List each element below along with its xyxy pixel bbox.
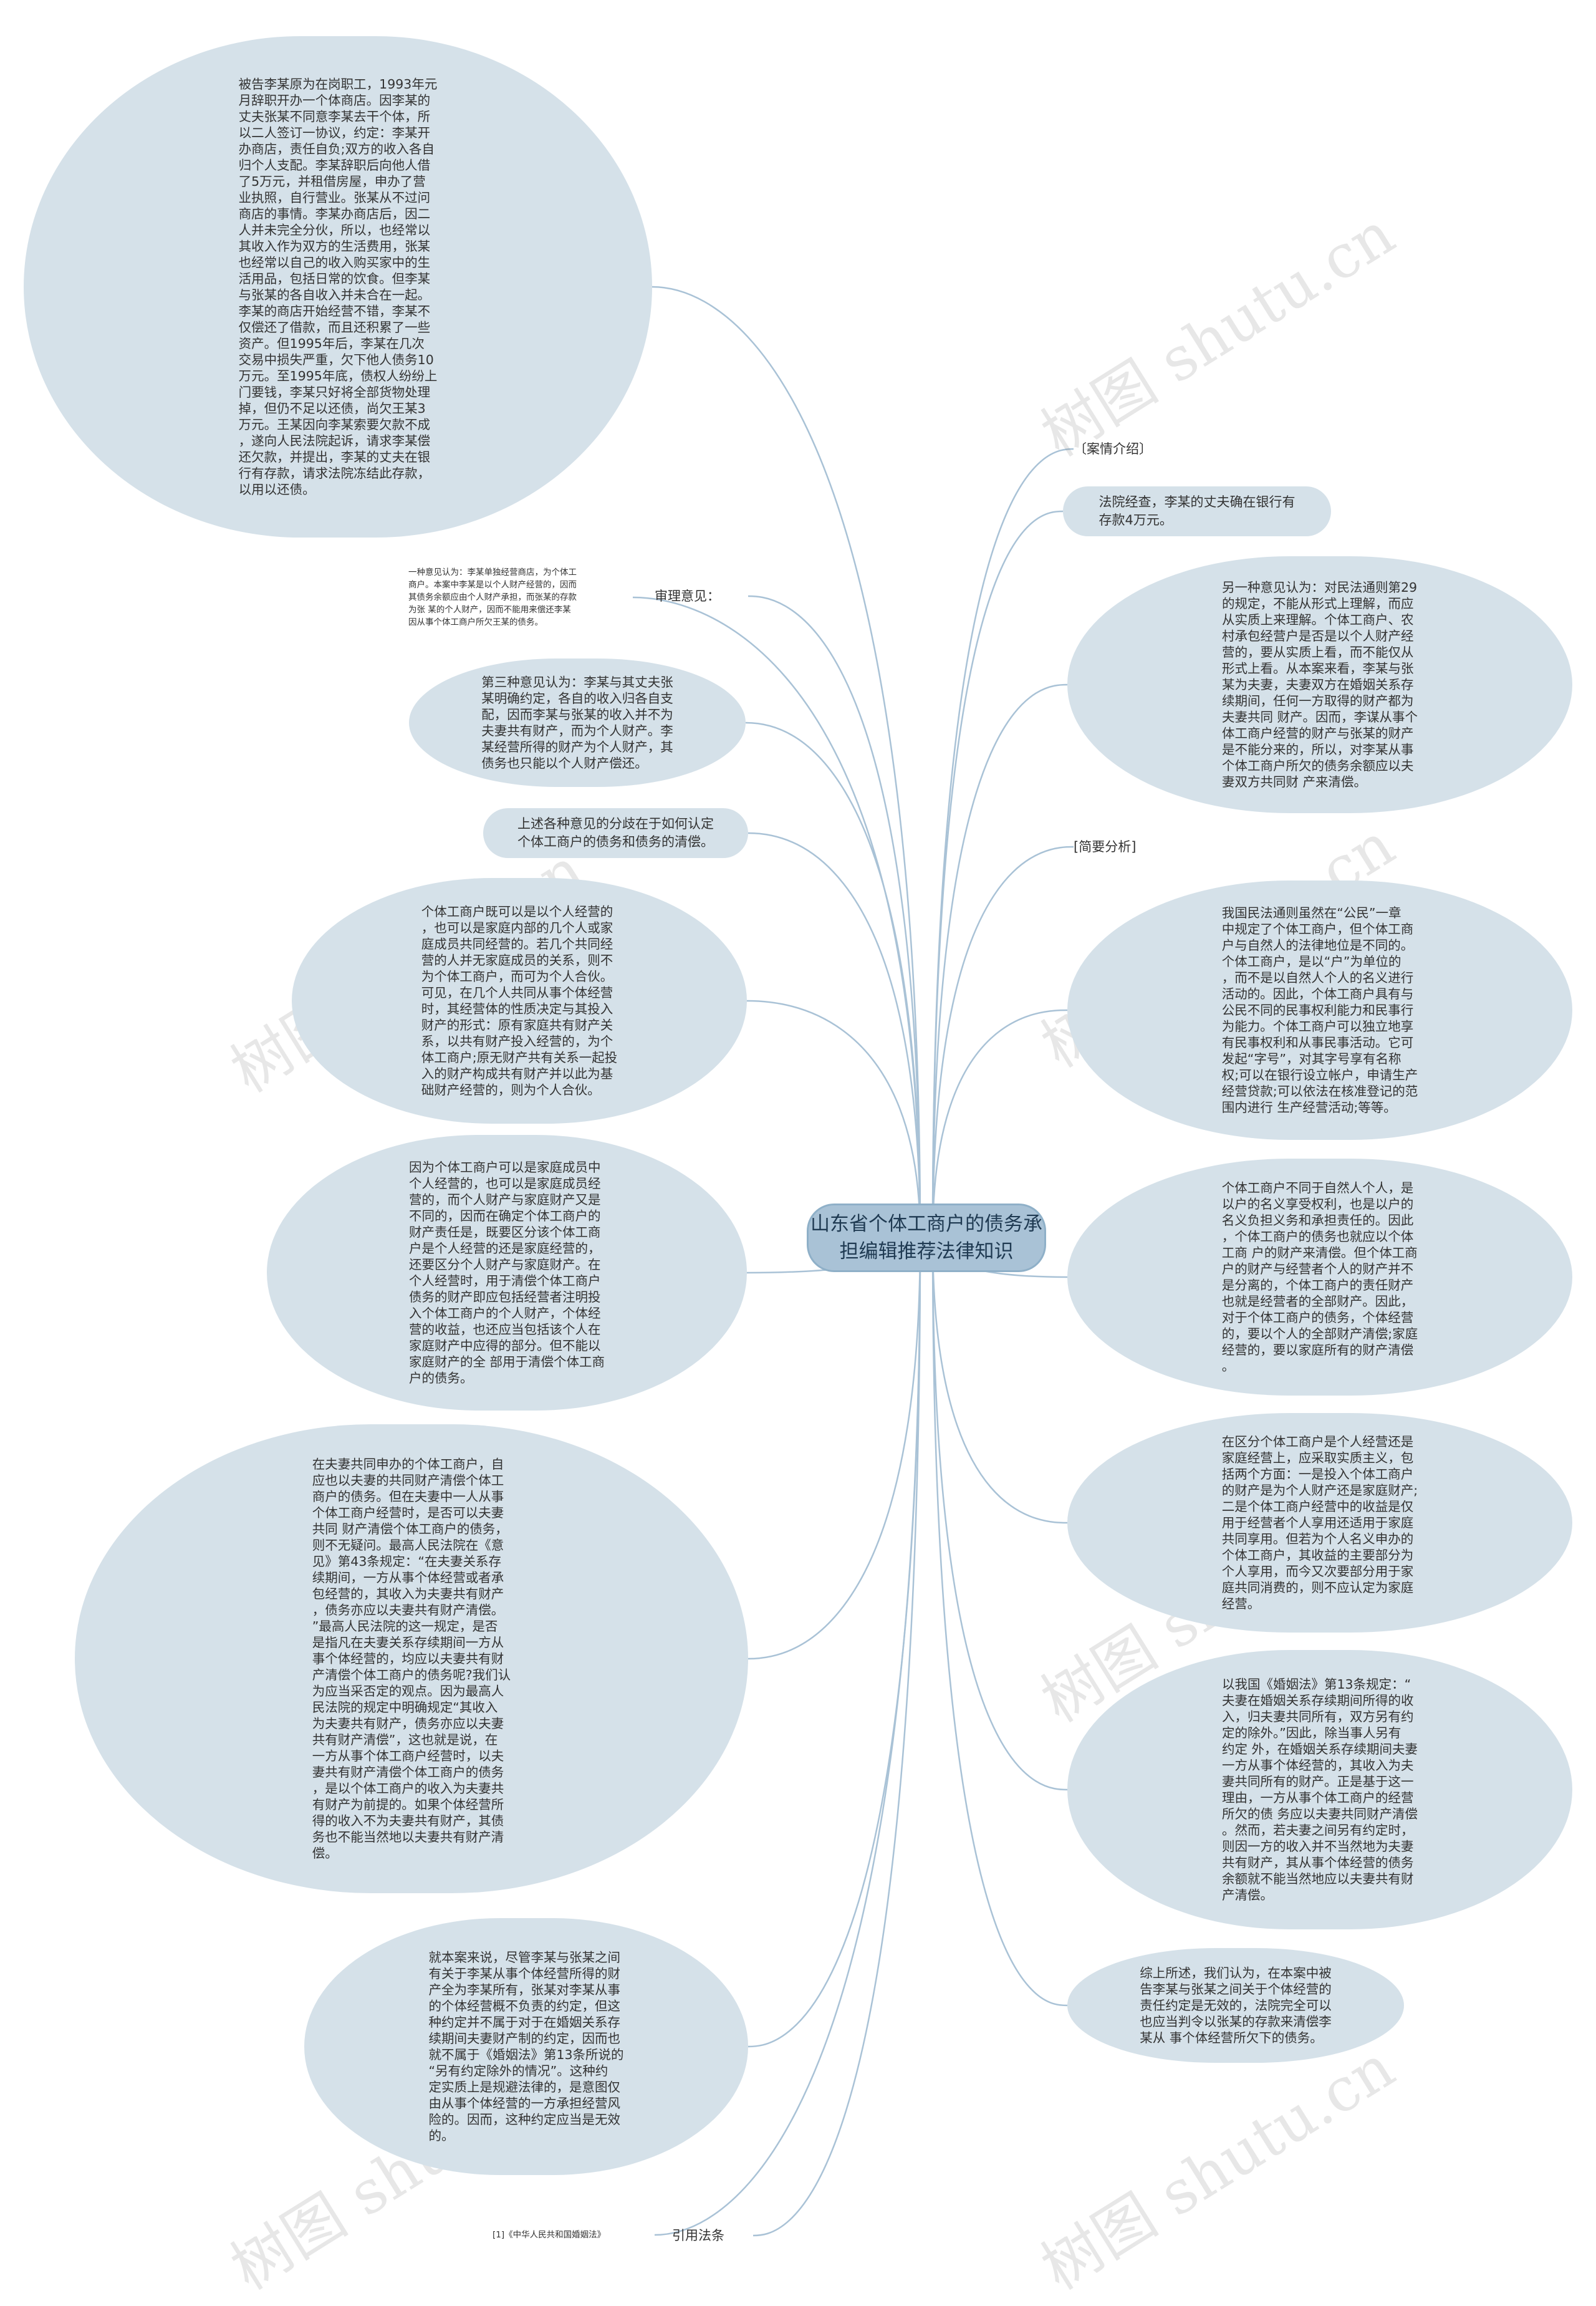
node-case-facts-text: 被告李某原为在岗职工，1993年元 月辞职开办一个体商店。因李某的 丈夫张某不同… [238, 77, 438, 497]
connector-line-3 [745, 721, 921, 1238]
connector-line-13 [931, 683, 1068, 1238]
connector-line-2 [748, 595, 921, 1238]
connector-line-1 [632, 596, 921, 1238]
label-review-opinion-text: 审理意见： [655, 589, 720, 604]
connector-line-11 [931, 448, 1074, 1238]
center-topic-text: 山东省个体工商户的债务承担编辑推荐法律知识 [810, 1213, 1042, 1263]
node-law-reference[interactable]: [1]《中华人民共和国婚姻法》 [493, 2226, 655, 2244]
connector-line-15 [931, 1009, 1068, 1238]
label-cited-law-text: 引用法条 [672, 2228, 724, 2243]
label-brief-analysis[interactable]: [简要分析] [1074, 836, 1186, 858]
node-opinion-two[interactable]: 另一种意见认为：对民法通则第29 的规定，不能从形式上理解，而应 从实质上来理解… [1067, 556, 1572, 813]
node-opinion-one-text: 一种意见认为：李某单独经营商店，为个体工 商户。本案中李某是以个人财产经营的，因… [408, 567, 577, 627]
node-marriage-law-text: 以我国《婚姻法》第13条规定：“ 夫妻在婚姻关系存续期间所得的收 入，归夫妻共同… [1221, 1677, 1418, 1903]
connector-line-5 [746, 1000, 921, 1238]
node-distinguish[interactable]: 因为个体工商户可以是家庭成员中 个人经营的，也可以是家庭成员经 营的，而个人财产… [267, 1135, 747, 1411]
node-not-natural-person-text: 个体工商户不同于自然人个人，是 以户的名义享受权利，也是以户的 名义负担义务和承… [1221, 1180, 1418, 1374]
label-review-opinion[interactable]: 审理意见： [655, 585, 748, 607]
connector-line-19 [931, 1237, 1068, 2007]
node-law-reference-text: [1]《中华人民共和国婚姻法》 [493, 2230, 606, 2240]
node-conclusion[interactable]: 综上所述，我们认为，在本案中被 告李某与张某之间关于个体经营的 责任约定是无效的… [1067, 1948, 1404, 2063]
node-spouse-business-text: 在夫妻共同申办的个体工商户，自 应也以夫妻的共同财产清偿个体工 商户的债务。但在… [312, 1457, 511, 1861]
connector-line-4 [748, 832, 921, 1238]
node-opinion-three-text: 第三种意见认为：李某与其丈夫张 某明确约定，各自的收入归各自支 配，因而李某与张… [481, 675, 673, 771]
node-court-finding-text: 法院经查，李某的丈夫确在银行有 存款4万元。 [1098, 494, 1296, 528]
label-case-intro-text: 〔案情介绍〕 [1074, 441, 1152, 456]
node-case-facts[interactable]: 被告李某原为在岗职工，1993年元 月辞职开办一个体商店。因李某的 丈夫张某不同… [24, 36, 652, 538]
node-household-text: 个体工商户既可以是以个人经营的 ，也可以是家庭内部的几个人或家 庭成员共同经营的… [421, 904, 618, 1098]
connector-line-9 [654, 1237, 921, 2236]
node-not-natural-person[interactable]: 个体工商户不同于自然人个人，是 以户的名义享受权利，也是以户的 名义负担义务和承… [1067, 1159, 1572, 1396]
connector-line-10 [752, 1237, 921, 2237]
connector-line-14 [931, 846, 1074, 1238]
connector-line-0 [651, 286, 921, 1238]
center-topic[interactable]: 山东省个体工商户的债务承担编辑推荐法律知识 [807, 1204, 1046, 1272]
connector-line-12 [931, 510, 1064, 1238]
label-brief-analysis-text: [简要分析] [1074, 839, 1137, 854]
node-this-case-text: 就本案来说，尽管李某与张某之间 有关于李某从事个体经营所得的财 产全为李某所有，… [428, 1950, 624, 2143]
node-substance-text: 在区分个体工商户是个人经营还是 家庭经营上，应采取实质主义，包 括两个方面：一是… [1221, 1434, 1418, 1611]
node-opinion-three[interactable]: 第三种意见认为：李某与其丈夫张 某明确约定，各自的收入归各自支 配，因而李某与张… [409, 659, 746, 787]
connector-line-8 [748, 1237, 921, 2048]
label-case-intro[interactable]: 〔案情介绍〕 [1074, 438, 1186, 460]
node-this-case[interactable]: 就本案来说，尽管李某与张某之间 有关于李某从事个体经营所得的财 产全为李某所有，… [304, 1918, 748, 2175]
connector-lines [632, 286, 1074, 2237]
node-court-finding[interactable]: 法院经查，李某的丈夫确在银行有 存款4万元。 [1063, 486, 1331, 536]
label-cited-law[interactable]: 引用法条 [672, 2224, 753, 2247]
node-opinion-two-text: 另一种意见认为：对民法通则第29 的规定，不能从形式上理解，而应 从实质上来理解… [1221, 580, 1418, 789]
connector-line-17 [931, 1237, 1068, 1524]
node-distinguish-text: 因为个体工商户可以是家庭成员中 个人经营的，也可以是家庭成员经 营的，而个人财产… [408, 1160, 605, 1386]
node-marriage-law[interactable]: 以我国《婚姻法》第13条规定：“ 夫妻在婚姻关系存续期间所得的收 入，归夫妻共同… [1067, 1650, 1572, 1929]
node-conclusion-text: 综上所述，我们认为，在本案中被 告李某与张某之间关于个体经营的 责任约定是无效的… [1140, 1966, 1332, 2045]
node-divergence[interactable]: 上述各种意见的分歧在于如何认定 个体工商户的债务和债务的清偿。 [483, 808, 748, 858]
node-civil-law-text: 我国民法通则虽然在“公民”一章 中规定了个体工商户，但个体工商 户与自然人的法律… [1221, 905, 1418, 1115]
node-spouse-business[interactable]: 在夫妻共同申办的个体工商户，自 应也以夫妻的共同财产清偿个体工 商户的债务。但在… [75, 1424, 748, 1893]
node-divergence-text: 上述各种意见的分歧在于如何认定 个体工商户的债务和债务的清偿。 [517, 816, 714, 849]
node-household[interactable]: 个体工商户既可以是以个人经营的 ，也可以是家庭内部的几个人或家 庭成员共同经营的… [292, 878, 747, 1124]
connector-line-18 [931, 1237, 1068, 1791]
node-substance[interactable]: 在区分个体工商户是个人经营还是 家庭经营上，应采取实质主义，包 括两个方面：一是… [1067, 1413, 1572, 1633]
node-civil-law[interactable]: 我国民法通则虽然在“公民”一章 中规定了个体工商户，但个体工商 户与自然人的法律… [1067, 880, 1572, 1140]
node-opinion-one[interactable]: 一种意见认为：李某单独经营商店，为个体工 商户。本案中李某是以个人财产经营的，因… [408, 562, 633, 632]
connector-line-7 [748, 1237, 921, 1660]
